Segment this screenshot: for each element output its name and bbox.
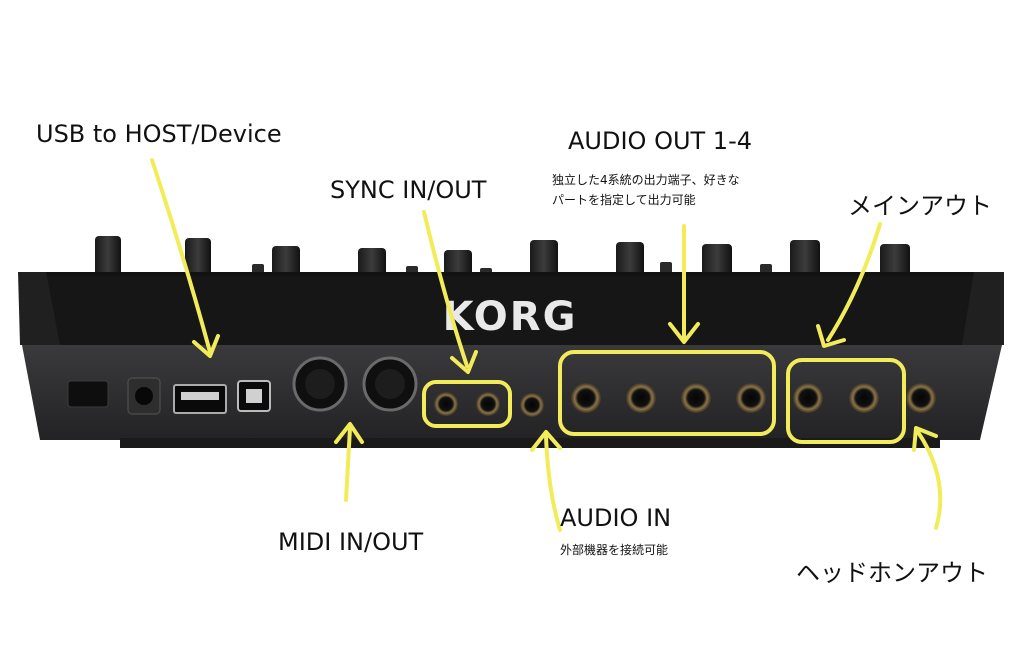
audio-in-label: AUDIO IN: [560, 504, 672, 532]
main-out-r-jack[interactable]: [849, 383, 879, 413]
audio-in-desc: 外部機器を接続可能: [560, 543, 669, 557]
audio-out-desc-1: 独立した4系統の出力端子、好きな: [552, 173, 740, 187]
usb-label: USB to HOST/Device: [36, 120, 282, 148]
audio-out-2-jack[interactable]: [626, 383, 656, 413]
headphone-jack[interactable]: [906, 383, 936, 413]
power-switch[interactable]: [67, 380, 109, 408]
sync-label: SYNC IN/OUT: [330, 176, 487, 204]
korg-logo: KORG: [443, 294, 578, 340]
sync-out-jack[interactable]: [476, 392, 500, 416]
audio-in-jack[interactable]: [520, 393, 544, 417]
headphone-label: ヘッドホンアウト: [796, 559, 988, 587]
audio-out-3-jack[interactable]: [681, 383, 711, 413]
audio-out-label: AUDIO OUT 1-4: [568, 127, 753, 155]
audio-out-desc-2: パートを指定して出力可能: [552, 193, 696, 207]
midi-label: MIDI IN/OUT: [278, 528, 424, 556]
sync-in-jack[interactable]: [434, 392, 458, 416]
main-out-l-jack[interactable]: [793, 383, 823, 413]
audio-out-4-jack[interactable]: [736, 383, 766, 413]
audio-out-1-jack[interactable]: [571, 383, 601, 413]
main-out-label: メインアウト: [848, 192, 992, 220]
